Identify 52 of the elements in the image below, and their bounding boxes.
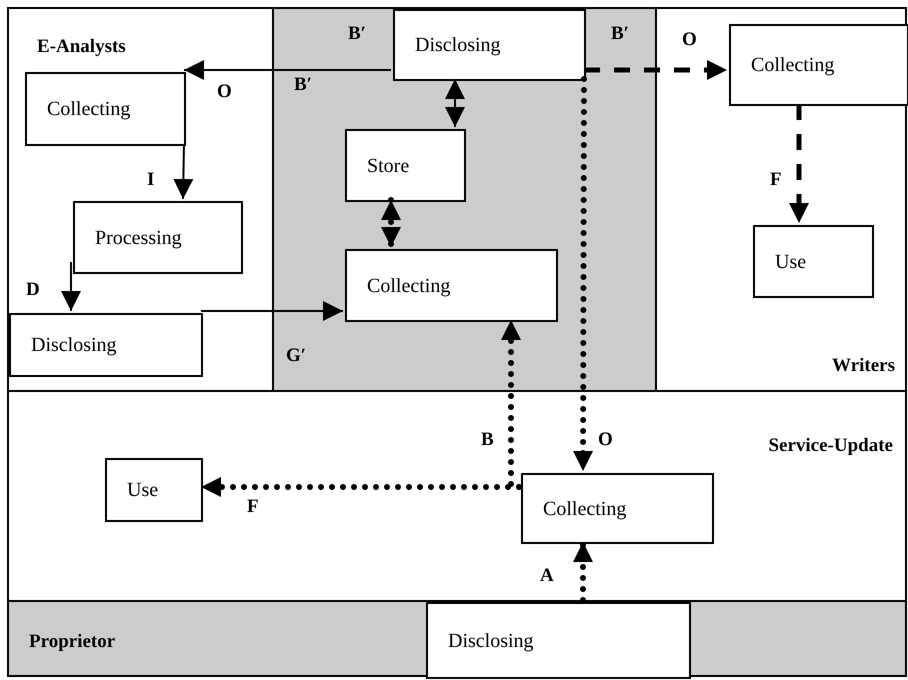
- box-label: Collecting: [367, 274, 450, 298]
- swimlane: [7, 7, 274, 392]
- arrow: [201, 301, 343, 321]
- box-label: Disclosing: [415, 33, 501, 58]
- process-box: [345, 129, 466, 202]
- box-label: Disclosing: [31, 333, 117, 358]
- flow-label: B′: [294, 75, 312, 94]
- box-label: Store: [367, 154, 410, 178]
- lane-title: Proprietor: [29, 630, 116, 654]
- edge-label: D: [26, 280, 40, 299]
- edge-label: A: [540, 566, 554, 585]
- process-box: [105, 458, 203, 522]
- lane-title: Service-Update: [768, 434, 893, 458]
- box-label: Use: [775, 250, 806, 274]
- box-label: Processing: [95, 226, 182, 250]
- edge-label: O: [682, 30, 697, 49]
- flow-label: G′: [286, 346, 306, 365]
- dashed-arrow: [584, 60, 727, 80]
- flow-label: B′: [348, 24, 366, 43]
- arrow: [61, 262, 81, 311]
- lane-title: Writers: [832, 354, 895, 378]
- swimlane: [7, 600, 907, 677]
- edge-label: F: [770, 170, 782, 189]
- swimlane: [655, 7, 907, 392]
- swimlane: [7, 390, 907, 602]
- box-label: Disclosing: [448, 628, 534, 654]
- edge-label: O: [598, 430, 613, 449]
- box-label: Collecting: [47, 97, 130, 122]
- edge-label: I: [147, 170, 154, 189]
- edge-label: B: [481, 430, 494, 449]
- process-box: [521, 473, 714, 544]
- edge-label: O: [217, 82, 232, 101]
- process-box: [25, 72, 186, 146]
- process-box: [345, 249, 558, 322]
- arrow: [173, 144, 194, 200]
- edge-label: F: [247, 497, 259, 516]
- box-label: Use: [127, 478, 158, 503]
- dashed-arrow: [789, 104, 809, 223]
- arrow: [184, 60, 391, 80]
- process-box: [729, 24, 908, 106]
- shaded-region: [272, 7, 657, 392]
- box-label: Collecting: [543, 496, 626, 522]
- box-label: Collecting: [751, 53, 834, 78]
- process-box: [393, 9, 586, 81]
- process-box: [73, 201, 243, 274]
- double-arrow: [381, 197, 401, 250]
- flow-label: B′: [611, 24, 630, 43]
- lane-title: E-Analysts: [37, 35, 126, 59]
- process-box: [9, 313, 203, 377]
- double-arrow: [445, 79, 465, 127]
- process-box: [753, 225, 874, 298]
- process-box: [426, 602, 691, 679]
